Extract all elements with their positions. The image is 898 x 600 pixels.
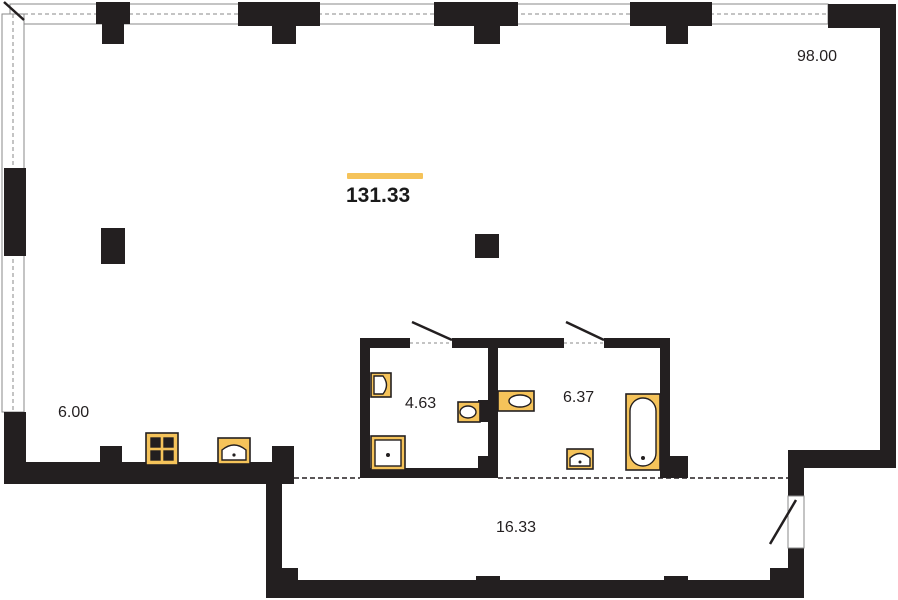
- corner-door: [3, 1, 25, 21]
- top-pillars: [96, 2, 712, 44]
- total-area-label: 131.33: [346, 184, 411, 207]
- sink-icon-1: [370, 372, 392, 398]
- bathtub-icon: [625, 393, 661, 471]
- toilet-icon-2: [497, 390, 535, 412]
- total-area-accent: [347, 173, 423, 179]
- toilet-icon-1: [457, 401, 481, 423]
- room-area-bathroom-1: 4.63: [405, 395, 437, 412]
- column-left: [101, 228, 125, 264]
- bathroom-doors: [410, 320, 605, 344]
- column-center: [475, 234, 499, 258]
- room-area-corner: 98.00: [797, 48, 838, 65]
- shower-icon: [370, 435, 406, 471]
- sink-icon-2: [566, 448, 594, 470]
- bathroom-walls: [360, 338, 688, 478]
- terrace-openings: [294, 477, 805, 549]
- room-area-left: 6.00: [58, 404, 90, 421]
- room-area-terrace: 16.33: [496, 519, 537, 536]
- room-area-bathroom-2: 6.37: [563, 389, 595, 406]
- outer-walls: [4, 4, 896, 598]
- kitchen-sink-icon: [217, 437, 251, 465]
- stove-icon: [145, 432, 179, 466]
